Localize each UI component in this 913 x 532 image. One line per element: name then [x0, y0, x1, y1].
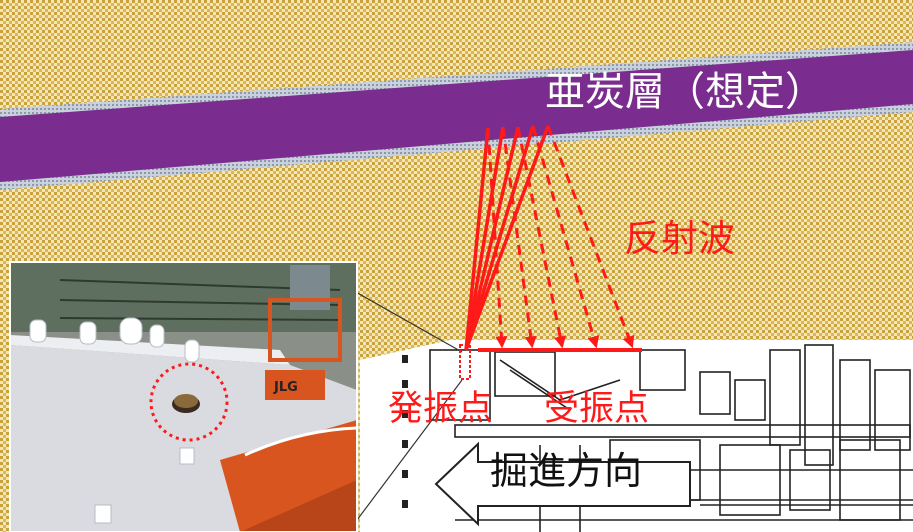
source-marker-icon — [459, 344, 471, 380]
reflected-rays — [486, 125, 635, 349]
coal-layer-label: 亜炭層（想定） — [545, 69, 825, 115]
excavation-direction-label: 掘進方向 — [490, 449, 643, 493]
left-arrow-icon — [434, 441, 691, 527]
dotted-circle-highlight — [149, 362, 229, 442]
callout-line-bottom — [356, 379, 463, 521]
site-photo: JLG — [10, 262, 357, 532]
callout-line-top — [337, 281, 463, 353]
source-point-label: 発振点 — [388, 389, 494, 429]
machine-logo: JLG — [273, 380, 298, 395]
reflected-wave-label: 反射波 — [624, 217, 735, 260]
coal-layer-band — [0, 42, 913, 190]
receiver-point-label: 受振点 — [544, 389, 650, 429]
